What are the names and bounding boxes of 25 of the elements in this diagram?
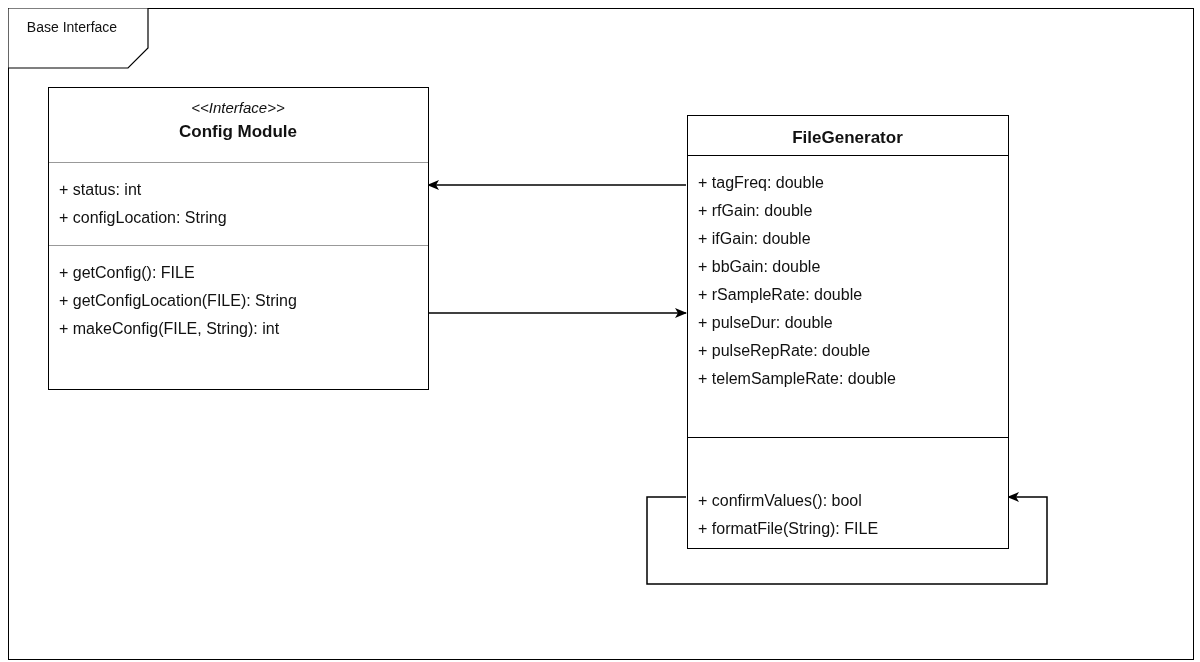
attribute-text: + telemSampleRate: double	[698, 369, 896, 389]
frame-title: Base Interface	[25, 18, 119, 37]
class-box	[687, 115, 1009, 549]
attribute-text: + bbGain: double	[698, 257, 821, 277]
operation-text: + confirmValues(): bool	[698, 491, 862, 511]
uml-frame	[8, 8, 1194, 660]
attribute-text: + rSampleRate: double	[698, 285, 863, 305]
attribute-text: + configLocation: String	[59, 208, 227, 228]
attribute-text: + rfGain: double	[698, 201, 813, 221]
arrow	[427, 180, 687, 190]
operation-text: + makeConfig(FILE, String): int	[59, 319, 280, 339]
stereotype-label: <<Interface>>	[190, 98, 286, 118]
attribute-text: + tagFreq: double	[698, 173, 824, 193]
operation-text: + getConfigLocation(FILE): String	[59, 291, 297, 311]
operation-text: + formatFile(String): FILE	[698, 519, 879, 539]
attribute-text: + ifGain: double	[698, 229, 811, 249]
class-name: FileGenerator	[791, 127, 904, 149]
class-name: Config Module	[178, 121, 298, 143]
attribute-text: + pulseRepRate: double	[698, 341, 871, 361]
arrow	[427, 308, 687, 318]
attribute-text: + pulseDur: double	[698, 313, 833, 333]
attribute-text: + status: int	[59, 180, 142, 200]
operation-text: + getConfig(): FILE	[59, 263, 195, 283]
arrow	[646, 492, 1048, 585]
class-box	[48, 87, 429, 390]
